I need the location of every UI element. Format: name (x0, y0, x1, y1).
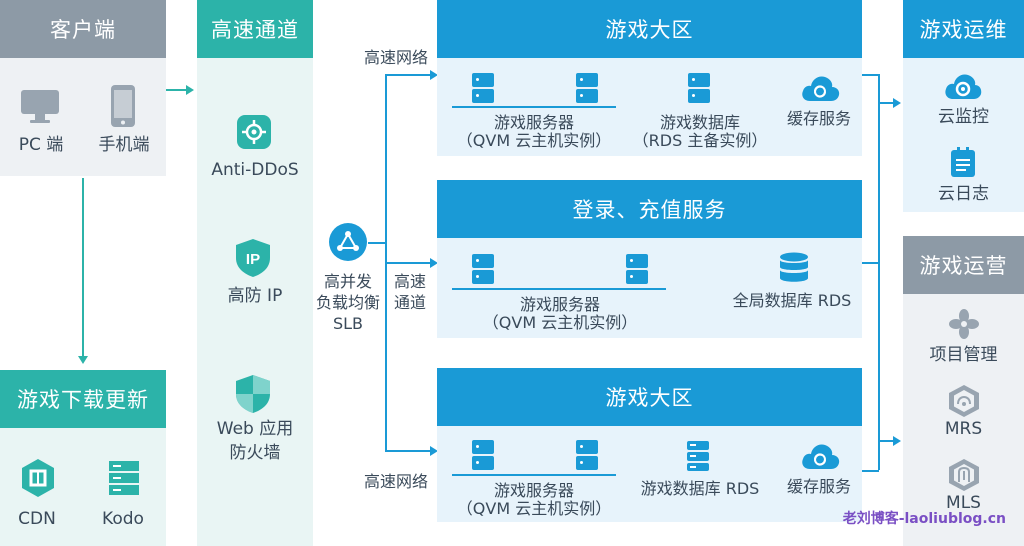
client-header: 客户端 (0, 0, 166, 58)
login-server-label-line1: 游戏服务器 (519, 295, 600, 314)
log-clipboard-icon (951, 147, 975, 177)
zone1-server-underline (452, 106, 616, 108)
channel-header: 高速通道 (197, 0, 313, 58)
channel-waf-label-line2: 防火墙 (229, 443, 281, 463)
to-operate-line (878, 440, 894, 442)
client-channel-arrowhead (186, 85, 194, 95)
anti-ddos-icon (237, 115, 271, 149)
zone2-server-label-line1: 游戏服务器 (493, 481, 574, 500)
zone1-server-label-line1: 游戏服务器 (493, 113, 574, 132)
link-middle-line (385, 262, 431, 264)
right-login-stub (862, 262, 879, 264)
download-title: 游戏下载更新 (17, 388, 149, 412)
download-cdn-label: CDN (18, 509, 56, 529)
project-management-icon (949, 309, 979, 339)
zone2-server-icon-b (576, 440, 598, 470)
login-server-icon-a (472, 254, 494, 284)
slb-stub-line (368, 242, 386, 244)
slb-label-line3: SLB (332, 314, 364, 333)
operate-mls-label: MLS (946, 493, 981, 513)
zone2-header: 游戏大区 (437, 368, 862, 426)
slb-label-line2: 负载均衡 (315, 293, 380, 312)
channel-title: 高速通道 (211, 18, 299, 42)
operate-header: 游戏运营 (903, 236, 1024, 294)
link-middle-label-line2: 通道 (393, 293, 426, 312)
client-channel-connector (166, 89, 188, 91)
zone1-cache-icon (802, 76, 840, 101)
svg-text:IP: IP (246, 251, 260, 268)
zone2-server-label-line2: （QVM 云主机实例） (456, 499, 612, 518)
ops-title: 游戏运维 (919, 18, 1008, 42)
client-download-connector (82, 178, 84, 358)
ip-shield-icon: IP (236, 239, 270, 277)
link-top-arrowhead (430, 70, 438, 80)
download-header: 游戏下载更新 (0, 370, 166, 428)
channel-antiddos-label: Anti-DDoS (211, 160, 299, 180)
ops-header: 游戏运维 (903, 0, 1024, 58)
zone2-db-icon (687, 441, 709, 471)
link-bottom-line (385, 450, 431, 452)
zone1-server-icon-b (576, 73, 598, 103)
zone2-cache-icon (802, 444, 840, 469)
watermark-text: 老刘博客-laoliublog.cn (842, 511, 1006, 527)
load-balancer-icon (329, 223, 367, 261)
client-download-arrowhead (78, 356, 88, 364)
channel-waf-label-line1: Web 应用 (216, 419, 294, 439)
zone1-db-label-line1: 游戏数据库 (659, 113, 740, 132)
mrs-icon (949, 385, 979, 417)
login-server-label-line2: （QVM 云主机实例） (482, 313, 638, 332)
login-db-label: 全局数据库 RDS (732, 291, 852, 310)
login-server-icon-b (626, 254, 648, 284)
firewall-shield-icon (236, 375, 270, 413)
client-title: 客户端 (50, 18, 116, 42)
ops-monitor-label: 云监控 (938, 107, 989, 127)
slb-label-line1: 高并发 (323, 272, 372, 291)
mls-icon (949, 459, 979, 491)
zone1-db-icon (688, 73, 710, 103)
right-trunk-line (878, 74, 880, 470)
zone1-server-label-line2: （QVM 云主机实例） (456, 131, 612, 150)
operate-title: 游戏运营 (919, 254, 1008, 278)
ops-log-label: 云日志 (938, 184, 989, 204)
operate-project-label: 项目管理 (929, 345, 998, 365)
right-zone1-stub (862, 74, 879, 76)
link-bottom-label: 高速网络 (363, 472, 428, 491)
client-panel (0, 58, 166, 176)
zone1-cache-label: 缓存服务 (786, 109, 851, 128)
to-ops-arrowhead (893, 98, 901, 108)
zone2-title: 游戏大区 (605, 386, 694, 410)
to-operate-arrowhead (893, 436, 901, 446)
channel-ip-label: 高防 IP (227, 286, 283, 306)
zone1-server-icon-a (472, 73, 494, 103)
zone1-db-label-line2: （RDS 主备实例） (632, 131, 768, 150)
client-mobile-label: 手机端 (98, 135, 150, 155)
right-zone2-stub (862, 470, 879, 472)
zone1-header: 游戏大区 (437, 0, 862, 58)
client-pc-label: PC 端 (18, 135, 64, 155)
zone2-db-label: 游戏数据库 RDS (640, 479, 760, 498)
to-ops-line (878, 102, 894, 104)
zone1-title: 游戏大区 (605, 18, 694, 42)
kodo-storage-icon (109, 461, 139, 495)
zone2-server-icon-a (472, 440, 494, 470)
cdn-icon (22, 459, 54, 497)
link-bottom-arrowhead (430, 446, 438, 456)
operate-mrs-label: MRS (944, 419, 983, 439)
link-middle-label-line1: 高速 (393, 272, 426, 291)
cloud-monitor-icon (945, 74, 982, 99)
monitor-icon (21, 90, 59, 123)
link-top-label: 高速网络 (363, 48, 428, 67)
login-header: 登录、充值服务 (437, 180, 862, 238)
mobile-phone-icon (111, 85, 135, 127)
link-top-line (385, 74, 431, 76)
zone2-cache-label: 缓存服务 (786, 477, 851, 496)
login-global-db-icon (780, 252, 808, 282)
login-server-underline (452, 288, 666, 290)
login-title: 登录、充值服务 (572, 198, 727, 222)
zone2-server-underline (452, 474, 616, 476)
link-middle-arrowhead (430, 258, 438, 268)
download-kodo-label: Kodo (102, 509, 144, 529)
